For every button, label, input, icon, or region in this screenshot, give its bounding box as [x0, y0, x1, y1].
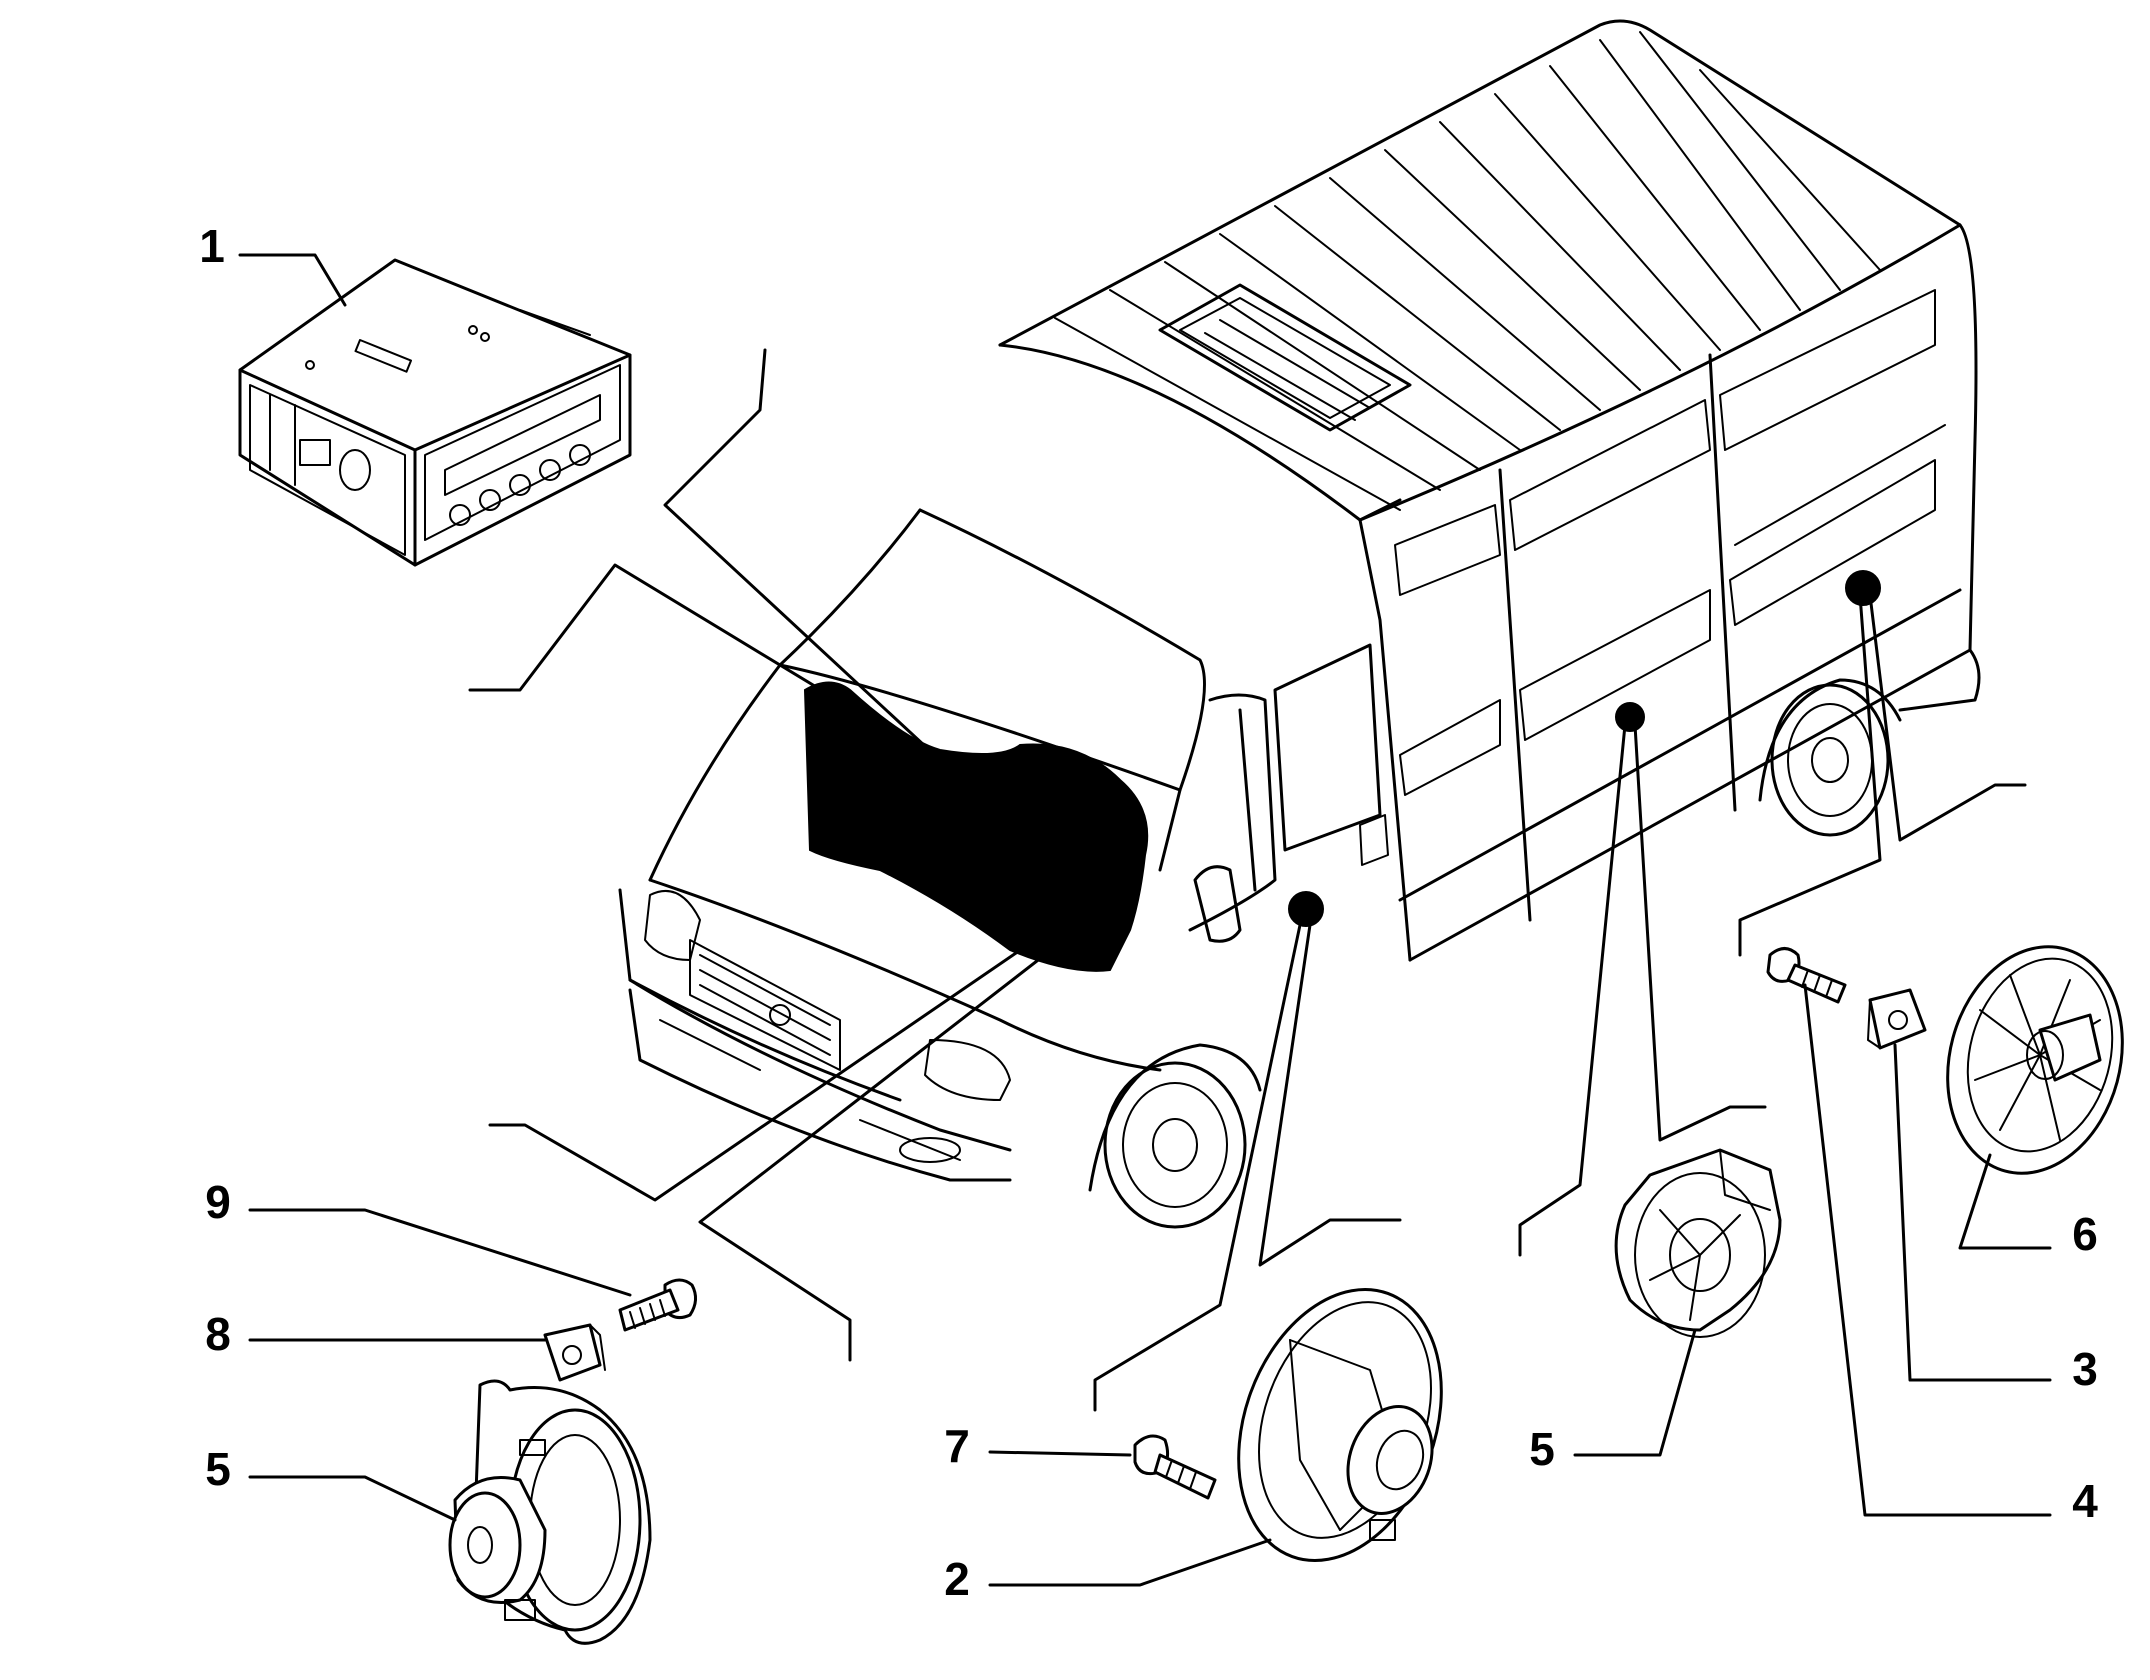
clip-nut-right — [1867, 988, 1927, 1050]
leader-lines — [238, 253, 2052, 1587]
callout-5-right: 5 — [1529, 1423, 1555, 1475]
callout-1: 1 — [199, 220, 225, 272]
front-door-speaker-mount — [1288, 891, 1324, 927]
callout-5-left: 5 — [205, 1443, 231, 1495]
radio-unit — [238, 258, 632, 567]
speaker-right — [1614, 1148, 1782, 1338]
rear-speaker-mount — [1845, 570, 1881, 606]
speaker-far-right — [1946, 945, 2124, 1175]
van-illustration — [618, 19, 1981, 1229]
callout-6: 6 — [2072, 1208, 2098, 1260]
callout-3: 3 — [2072, 1343, 2098, 1395]
callout-4: 4 — [2072, 1475, 2098, 1527]
callout-2: 2 — [944, 1553, 970, 1605]
bolt-center — [1133, 1434, 1217, 1500]
speaker-left — [448, 1379, 652, 1645]
roof-ribs — [1054, 31, 1881, 511]
callout-9: 9 — [205, 1176, 231, 1228]
bolt-right — [1766, 947, 1847, 1004]
speaker-center — [1237, 1287, 1443, 1563]
dashboard-highlight — [803, 681, 1149, 972]
clip-nut-left — [543, 1323, 606, 1382]
callout-8: 8 — [205, 1308, 231, 1360]
callout-7: 7 — [944, 1420, 970, 1472]
side-speaker-mount — [1615, 702, 1645, 732]
bolt-left — [618, 1278, 697, 1332]
